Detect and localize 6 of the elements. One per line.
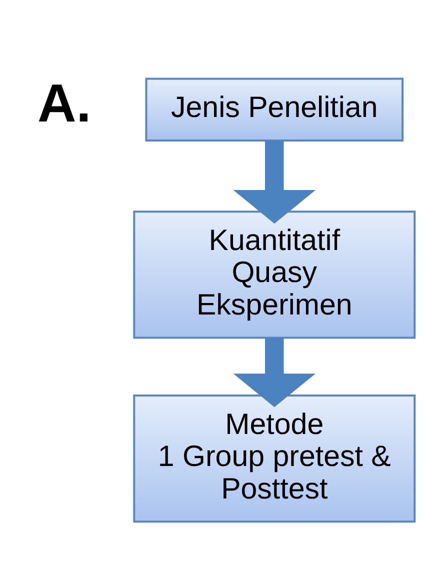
arrow (233, 337, 316, 407)
node-box: Kuantitatif Quasy Eksperimen (133, 210, 416, 338)
node-box: Jenis Penelitian (145, 77, 404, 142)
node-box: Metode 1 Group pretest & Posttest (133, 394, 416, 522)
label: A. (38, 73, 92, 134)
arrow (233, 140, 316, 224)
